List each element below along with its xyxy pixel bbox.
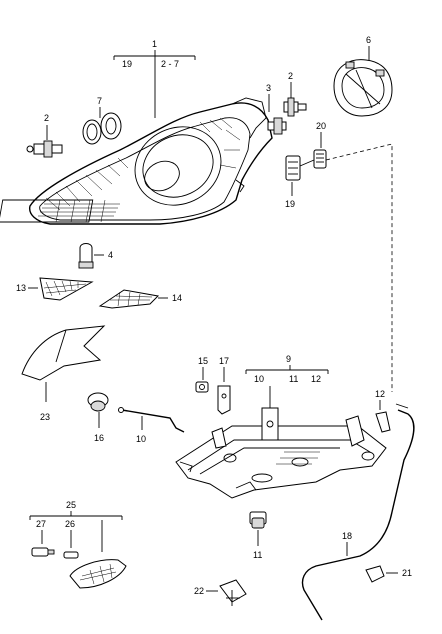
label-19-top: 19: [122, 59, 132, 69]
wire-dashed: [325, 143, 393, 392]
label-10-group: 10: [254, 374, 264, 384]
bulb-small-3: 3: [266, 83, 287, 135]
label-7: 7: [97, 96, 102, 106]
label-10-rod: 10: [136, 434, 146, 444]
label-27: 27: [36, 519, 46, 529]
label-17: 17: [219, 356, 229, 366]
label-9: 9: [286, 354, 291, 364]
bulb-left: 2: [26, 113, 63, 158]
reflector-13: 13: [16, 277, 94, 301]
bulb-right: 2: [283, 71, 307, 117]
side-marker-lamp: [69, 559, 127, 589]
clip-21: 21: [365, 565, 412, 583]
label-25: 25: [66, 500, 76, 510]
lamp-cover-6: 6: [333, 35, 393, 117]
adjuster-rod-10: 10: [118, 407, 185, 444]
label-2-left: 2: [44, 113, 49, 123]
cover-23: 23: [21, 325, 106, 422]
label-12-clip: 12: [375, 389, 385, 399]
socket-27: [31, 547, 55, 557]
label-1: 1: [152, 39, 157, 49]
label-13: 13: [16, 283, 26, 293]
label-22: 22: [194, 586, 204, 596]
label-26: 26: [65, 519, 75, 529]
callout-group-9: 9 10 11 12: [245, 354, 329, 408]
label-21: 21: [402, 568, 412, 578]
grommet-16: 16: [87, 392, 109, 443]
headlight-housing: [0, 97, 273, 225]
label-11-group: 11: [289, 374, 298, 384]
connector-20: 20: [313, 121, 327, 169]
label-15: 15: [198, 356, 208, 366]
label-2-right: 2: [288, 71, 293, 81]
label-4: 4: [108, 250, 113, 260]
label-2-7: 2 - 7: [161, 59, 179, 69]
label-11-mount: 11: [253, 550, 262, 560]
label-3: 3: [266, 83, 271, 93]
bulb-4: 4: [78, 243, 113, 269]
label-6: 6: [366, 35, 371, 45]
nut-15: 15: [195, 356, 209, 393]
bracket-22: 22: [194, 579, 247, 606]
bulb-26: [63, 551, 79, 559]
reflector-14: 14: [98, 289, 182, 309]
cap-ring-7: 7: [82, 96, 122, 145]
hose-18: 18: [301, 403, 415, 621]
mounting-plate: [175, 407, 387, 499]
mount-11: 11: [249, 511, 267, 560]
callout-group-25: 25 27 26: [29, 500, 123, 552]
callout-group-1: 1 19 2 - 7: [113, 39, 196, 118]
bracket-17: 17: [217, 356, 231, 415]
label-14: 14: [172, 293, 182, 303]
label-18: 18: [342, 531, 352, 541]
label-16: 16: [94, 433, 104, 443]
clip-12: 12: [375, 389, 391, 433]
label-12-group: 12: [311, 374, 321, 384]
label-19-connector: 19: [285, 199, 295, 209]
label-23: 23: [40, 412, 50, 422]
connector-19: 19: [285, 155, 315, 209]
label-20: 20: [316, 121, 326, 131]
